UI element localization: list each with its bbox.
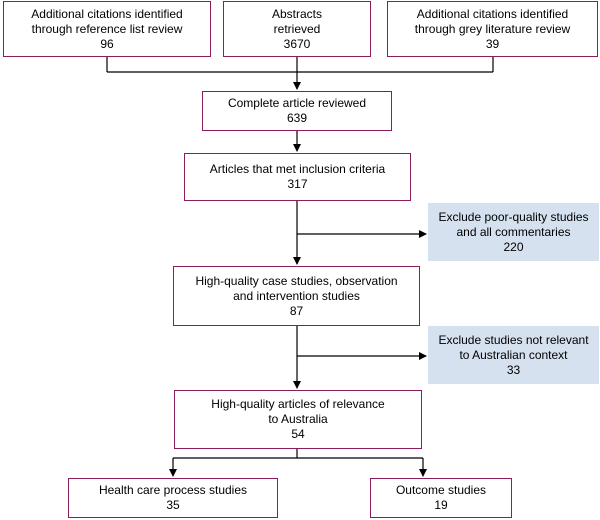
box-count: 87: [289, 303, 304, 318]
box-label: Articles that met inclusion criteria: [209, 162, 386, 176]
box-label-line: through reference list review: [31, 21, 183, 36]
box-label: Health care process studies: [98, 483, 248, 497]
exclude-not-relevant-box: Exclude studies not relevant to Australi…: [428, 326, 599, 384]
box-label-line: High-quality case studies, observation: [195, 273, 398, 288]
box-count: 35: [166, 498, 180, 512]
box-label-line: Additional citations identified: [416, 6, 569, 21]
box-count: 639: [286, 111, 308, 125]
box-label-line: and intervention studies: [233, 288, 360, 303]
box-count: 96: [100, 36, 114, 51]
box-label-line: High-quality articles of relevance: [211, 397, 385, 411]
complete-article-reviewed-box: Complete article reviewed 639: [202, 91, 392, 131]
box-label: Complete article reviewed: [227, 96, 367, 110]
box-label-line: Abstracts: [271, 6, 322, 21]
box-count: 220: [503, 239, 524, 254]
box-label-line: Exclude poor-quality studies: [438, 209, 589, 224]
box-count: 19: [434, 498, 448, 512]
outcome-studies-box: Outcome studies 19: [370, 478, 512, 518]
box-label-line: Exclude studies not relevant: [438, 332, 589, 347]
australia-relevant-articles-box: High-quality articles of relevance to Au…: [174, 390, 422, 449]
met-inclusion-criteria-box: Articles that met inclusion criteria 317: [184, 153, 411, 201]
box-label-line: through grey literature review: [414, 21, 571, 36]
box-count: 39: [485, 36, 500, 51]
high-quality-studies-box: High-quality case studies, observation a…: [173, 266, 420, 326]
box-count: 54: [291, 427, 305, 441]
box-label-line: retrieved: [273, 21, 321, 36]
exclude-poor-quality-box: Exclude poor-quality studies and all com…: [428, 203, 599, 261]
box-count: 33: [506, 362, 521, 377]
reference-list-citations-box: Additional citations identified through …: [3, 1, 211, 57]
abstracts-retrieved-box: Abstracts retrieved 3670: [223, 1, 371, 57]
box-label: Outcome studies: [395, 483, 487, 497]
box-label-line: to Australia: [268, 412, 328, 426]
box-count: 317: [287, 177, 308, 191]
health-care-process-studies-box: Health care process studies 35: [68, 478, 278, 518]
box-count: 3670: [283, 36, 311, 51]
box-label-line: to Australian context: [459, 347, 568, 362]
box-label-line: and all commentaries: [456, 224, 571, 239]
box-label-line: Additional citations identified: [31, 6, 183, 21]
grey-literature-citations-box: Additional citations identified through …: [387, 1, 598, 57]
